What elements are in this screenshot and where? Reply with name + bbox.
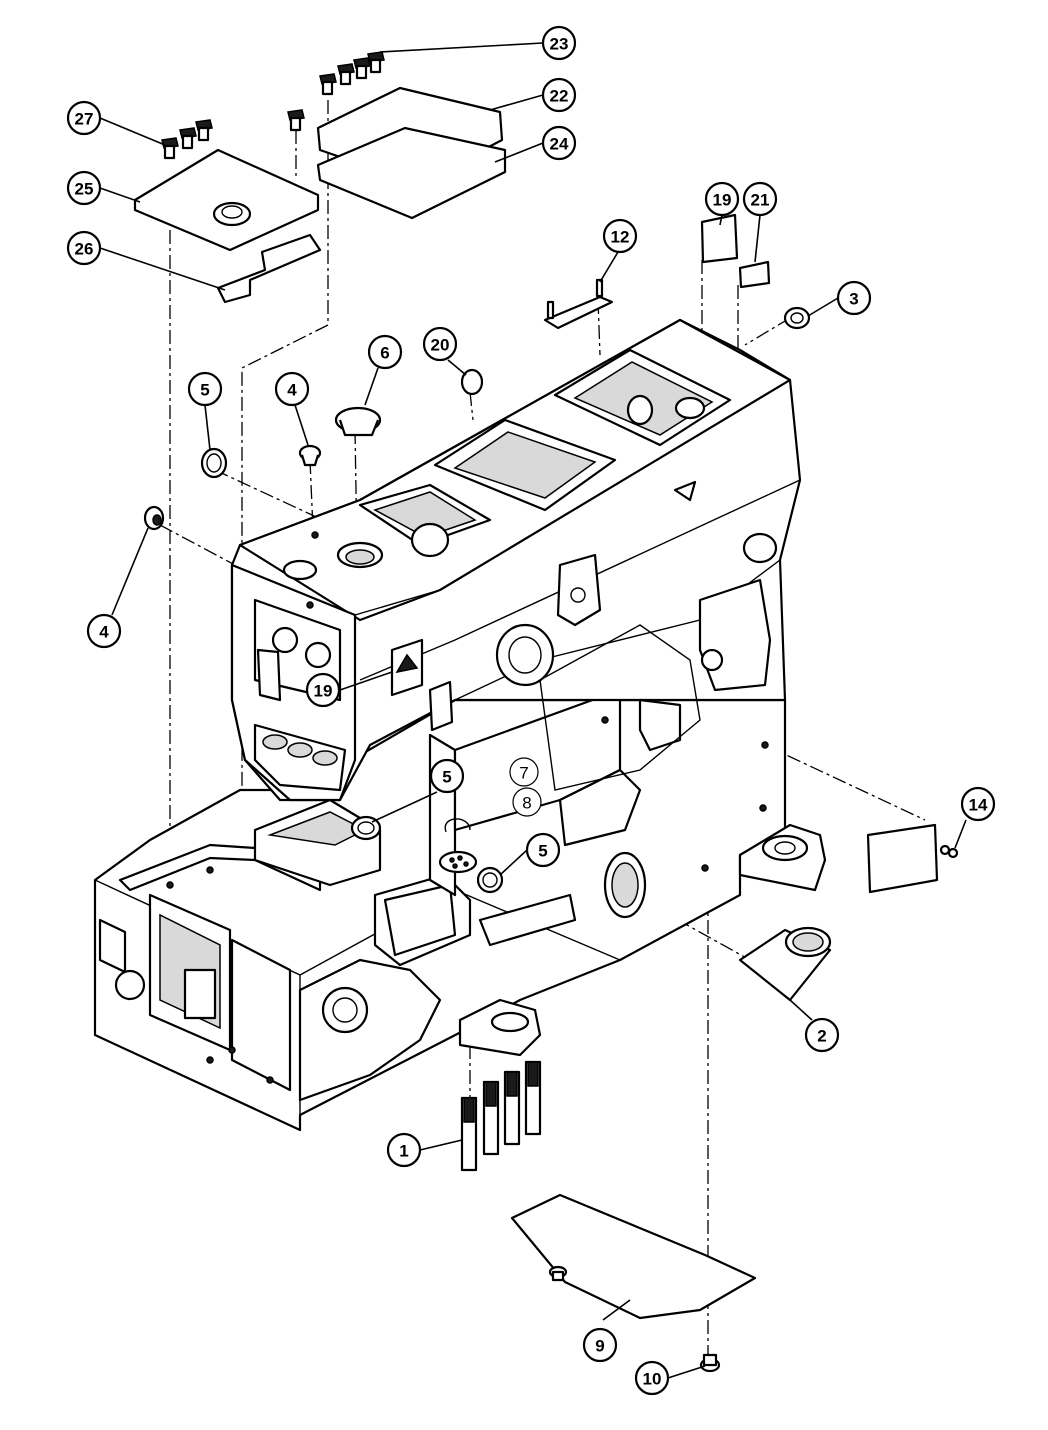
svg-text:3: 3: [849, 290, 858, 309]
screw-10: [699, 1353, 721, 1373]
svg-text:19: 19: [713, 191, 732, 210]
plate-14: [866, 823, 959, 894]
cap-6: [334, 406, 382, 437]
gasket-24: [316, 126, 507, 220]
bushing-5-mid: [350, 815, 382, 841]
callout-19-front: 19: [305, 672, 341, 708]
svg-text:5: 5: [200, 381, 209, 400]
svg-text:8: 8: [522, 794, 531, 813]
plate-9: [510, 1193, 757, 1320]
callout-20: 20: [422, 326, 458, 362]
callouts: 23 22 24 27 25 26 19 21 12 3 6 20 5 4 4 …: [66, 25, 996, 1396]
plug-4-left: [143, 505, 165, 531]
svg-text:5: 5: [538, 842, 547, 861]
callout-6: 6: [367, 334, 403, 370]
svg-text:20: 20: [431, 336, 450, 355]
svg-text:19: 19: [314, 682, 333, 701]
svg-text:5: 5: [442, 768, 451, 787]
svg-text:9: 9: [595, 1337, 604, 1356]
callout-4-top: 4: [274, 371, 310, 407]
tube-2: [738, 926, 832, 1002]
callout-27: 27: [66, 100, 102, 136]
svg-text:2: 2: [817, 1027, 826, 1046]
felt-8: [438, 850, 478, 874]
svg-text:6: 6: [380, 344, 389, 363]
svg-text:25: 25: [75, 180, 94, 199]
callout-1: 1: [386, 1132, 422, 1168]
machine-frame: [93, 318, 827, 1132]
screw-9: [548, 1265, 568, 1282]
bracket-12: [543, 278, 614, 330]
svg-text:22: 22: [550, 87, 569, 106]
svg-text:1: 1: [399, 1142, 408, 1161]
bushing-5-low: [476, 866, 504, 894]
callout-19-top: 19: [704, 181, 740, 217]
bushing-5-top: [200, 447, 228, 479]
svg-text:24: 24: [550, 135, 569, 154]
leader-lines: [99, 42, 967, 1379]
callout-24: 24: [541, 125, 577, 161]
callout-7: 7: [509, 757, 539, 787]
snap-ring-7: [444, 818, 471, 833]
callout-22: 22: [541, 77, 577, 113]
svg-text:21: 21: [751, 191, 770, 210]
svg-text:7: 7: [519, 764, 528, 783]
studs-1: [460, 1060, 542, 1172]
svg-text:10: 10: [643, 1370, 662, 1389]
screw-set-27: [161, 109, 305, 160]
callout-26: 26: [66, 230, 102, 266]
callout-12: 12: [602, 218, 638, 254]
plug-4-top: [298, 444, 322, 467]
ring-20: [460, 368, 484, 396]
loose-parts: [133, 51, 959, 1373]
callout-9: 9: [582, 1327, 618, 1363]
callout-5-low: 5: [525, 832, 561, 868]
callout-8: 8: [512, 787, 542, 817]
svg-text:12: 12: [611, 228, 630, 247]
callout-5-mid: 5: [429, 758, 465, 794]
label-21: [738, 260, 771, 289]
callout-10: 10: [634, 1360, 670, 1396]
svg-text:14: 14: [969, 796, 988, 815]
callout-14: 14: [960, 786, 996, 822]
callout-4-left: 4: [86, 613, 122, 649]
callout-5-top: 5: [187, 371, 223, 407]
callout-25: 25: [66, 170, 102, 206]
callout-2: 2: [804, 1017, 840, 1053]
label-19-top: [700, 213, 739, 264]
svg-text:27: 27: [75, 110, 94, 129]
cover-25: [133, 148, 320, 252]
gasket-26: [216, 233, 322, 304]
svg-text:4: 4: [287, 381, 297, 400]
bushing-3: [783, 306, 811, 330]
screw-set-23: [319, 51, 385, 96]
callout-23: 23: [541, 25, 577, 61]
callout-21: 21: [742, 181, 778, 217]
svg-text:23: 23: [550, 35, 569, 54]
svg-text:4: 4: [99, 623, 109, 642]
callout-3: 3: [836, 280, 872, 316]
svg-text:26: 26: [75, 240, 94, 259]
